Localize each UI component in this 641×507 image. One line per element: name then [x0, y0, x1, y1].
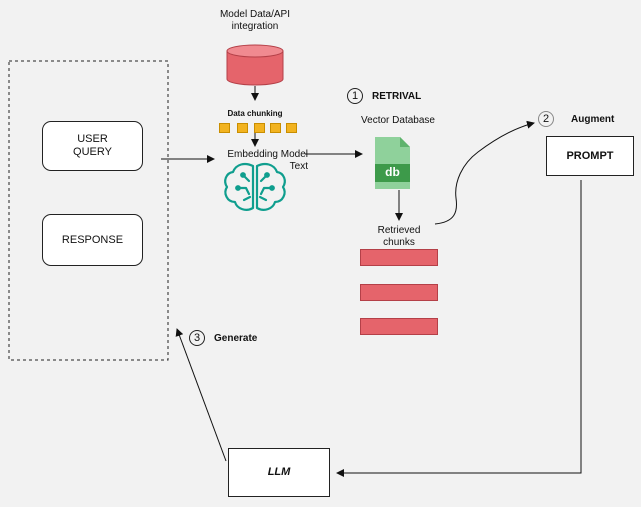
- generate-label: Generate: [214, 333, 258, 344]
- db-icon-text: db: [385, 165, 400, 179]
- source-title: Model Data/API integration: [205, 9, 305, 33]
- step-2-badge: 2: [538, 111, 554, 127]
- data-chunk: [237, 123, 248, 133]
- source-title-line1: Model Data/API: [219, 9, 291, 20]
- step-1-badge: 1: [347, 88, 363, 104]
- retrival-label: RETRIVAL: [372, 91, 422, 102]
- retrieved-line2: chunks: [383, 237, 415, 248]
- prompt-box[interactable]: PROMPT: [546, 136, 634, 176]
- retrieved-chunk: [360, 284, 438, 301]
- augment-label: Augment: [571, 114, 615, 125]
- brain-icon: [224, 162, 286, 211]
- embedding-model-label: Embedding Model Text: [212, 149, 308, 173]
- data-chunking-label: Data chunking: [227, 109, 283, 118]
- embedding-model-line2: Text: [289, 161, 308, 172]
- database-cylinder-icon: [226, 44, 284, 86]
- db-file-icon: [375, 137, 410, 189]
- source-title-line2: integration: [231, 21, 279, 32]
- client-container: [8, 60, 169, 361]
- response-box[interactable]: RESPONSE: [42, 214, 143, 266]
- arrow-retrieved-to-augment: [434, 120, 535, 225]
- step-3-badge: 3: [189, 330, 205, 346]
- arrow-prompt-to-llm: [336, 180, 582, 477]
- user-query-box[interactable]: USER QUERY: [42, 121, 143, 171]
- embedding-model-line1: Embedding Model: [227, 149, 308, 160]
- arrow-llm-to-client: [175, 328, 227, 462]
- vector-database-label: Vector Database: [361, 115, 435, 126]
- retrieved-chunks-label: Retrieved chunks: [365, 225, 433, 249]
- llm-box[interactable]: LLM: [228, 448, 330, 497]
- data-chunk: [219, 123, 230, 133]
- retrieved-chunk: [360, 318, 438, 335]
- retrieved-line1: Retrieved: [377, 225, 421, 236]
- data-chunk: [270, 123, 281, 133]
- data-chunk: [286, 123, 297, 133]
- data-chunk: [254, 123, 265, 133]
- retrieved-chunk: [360, 249, 438, 266]
